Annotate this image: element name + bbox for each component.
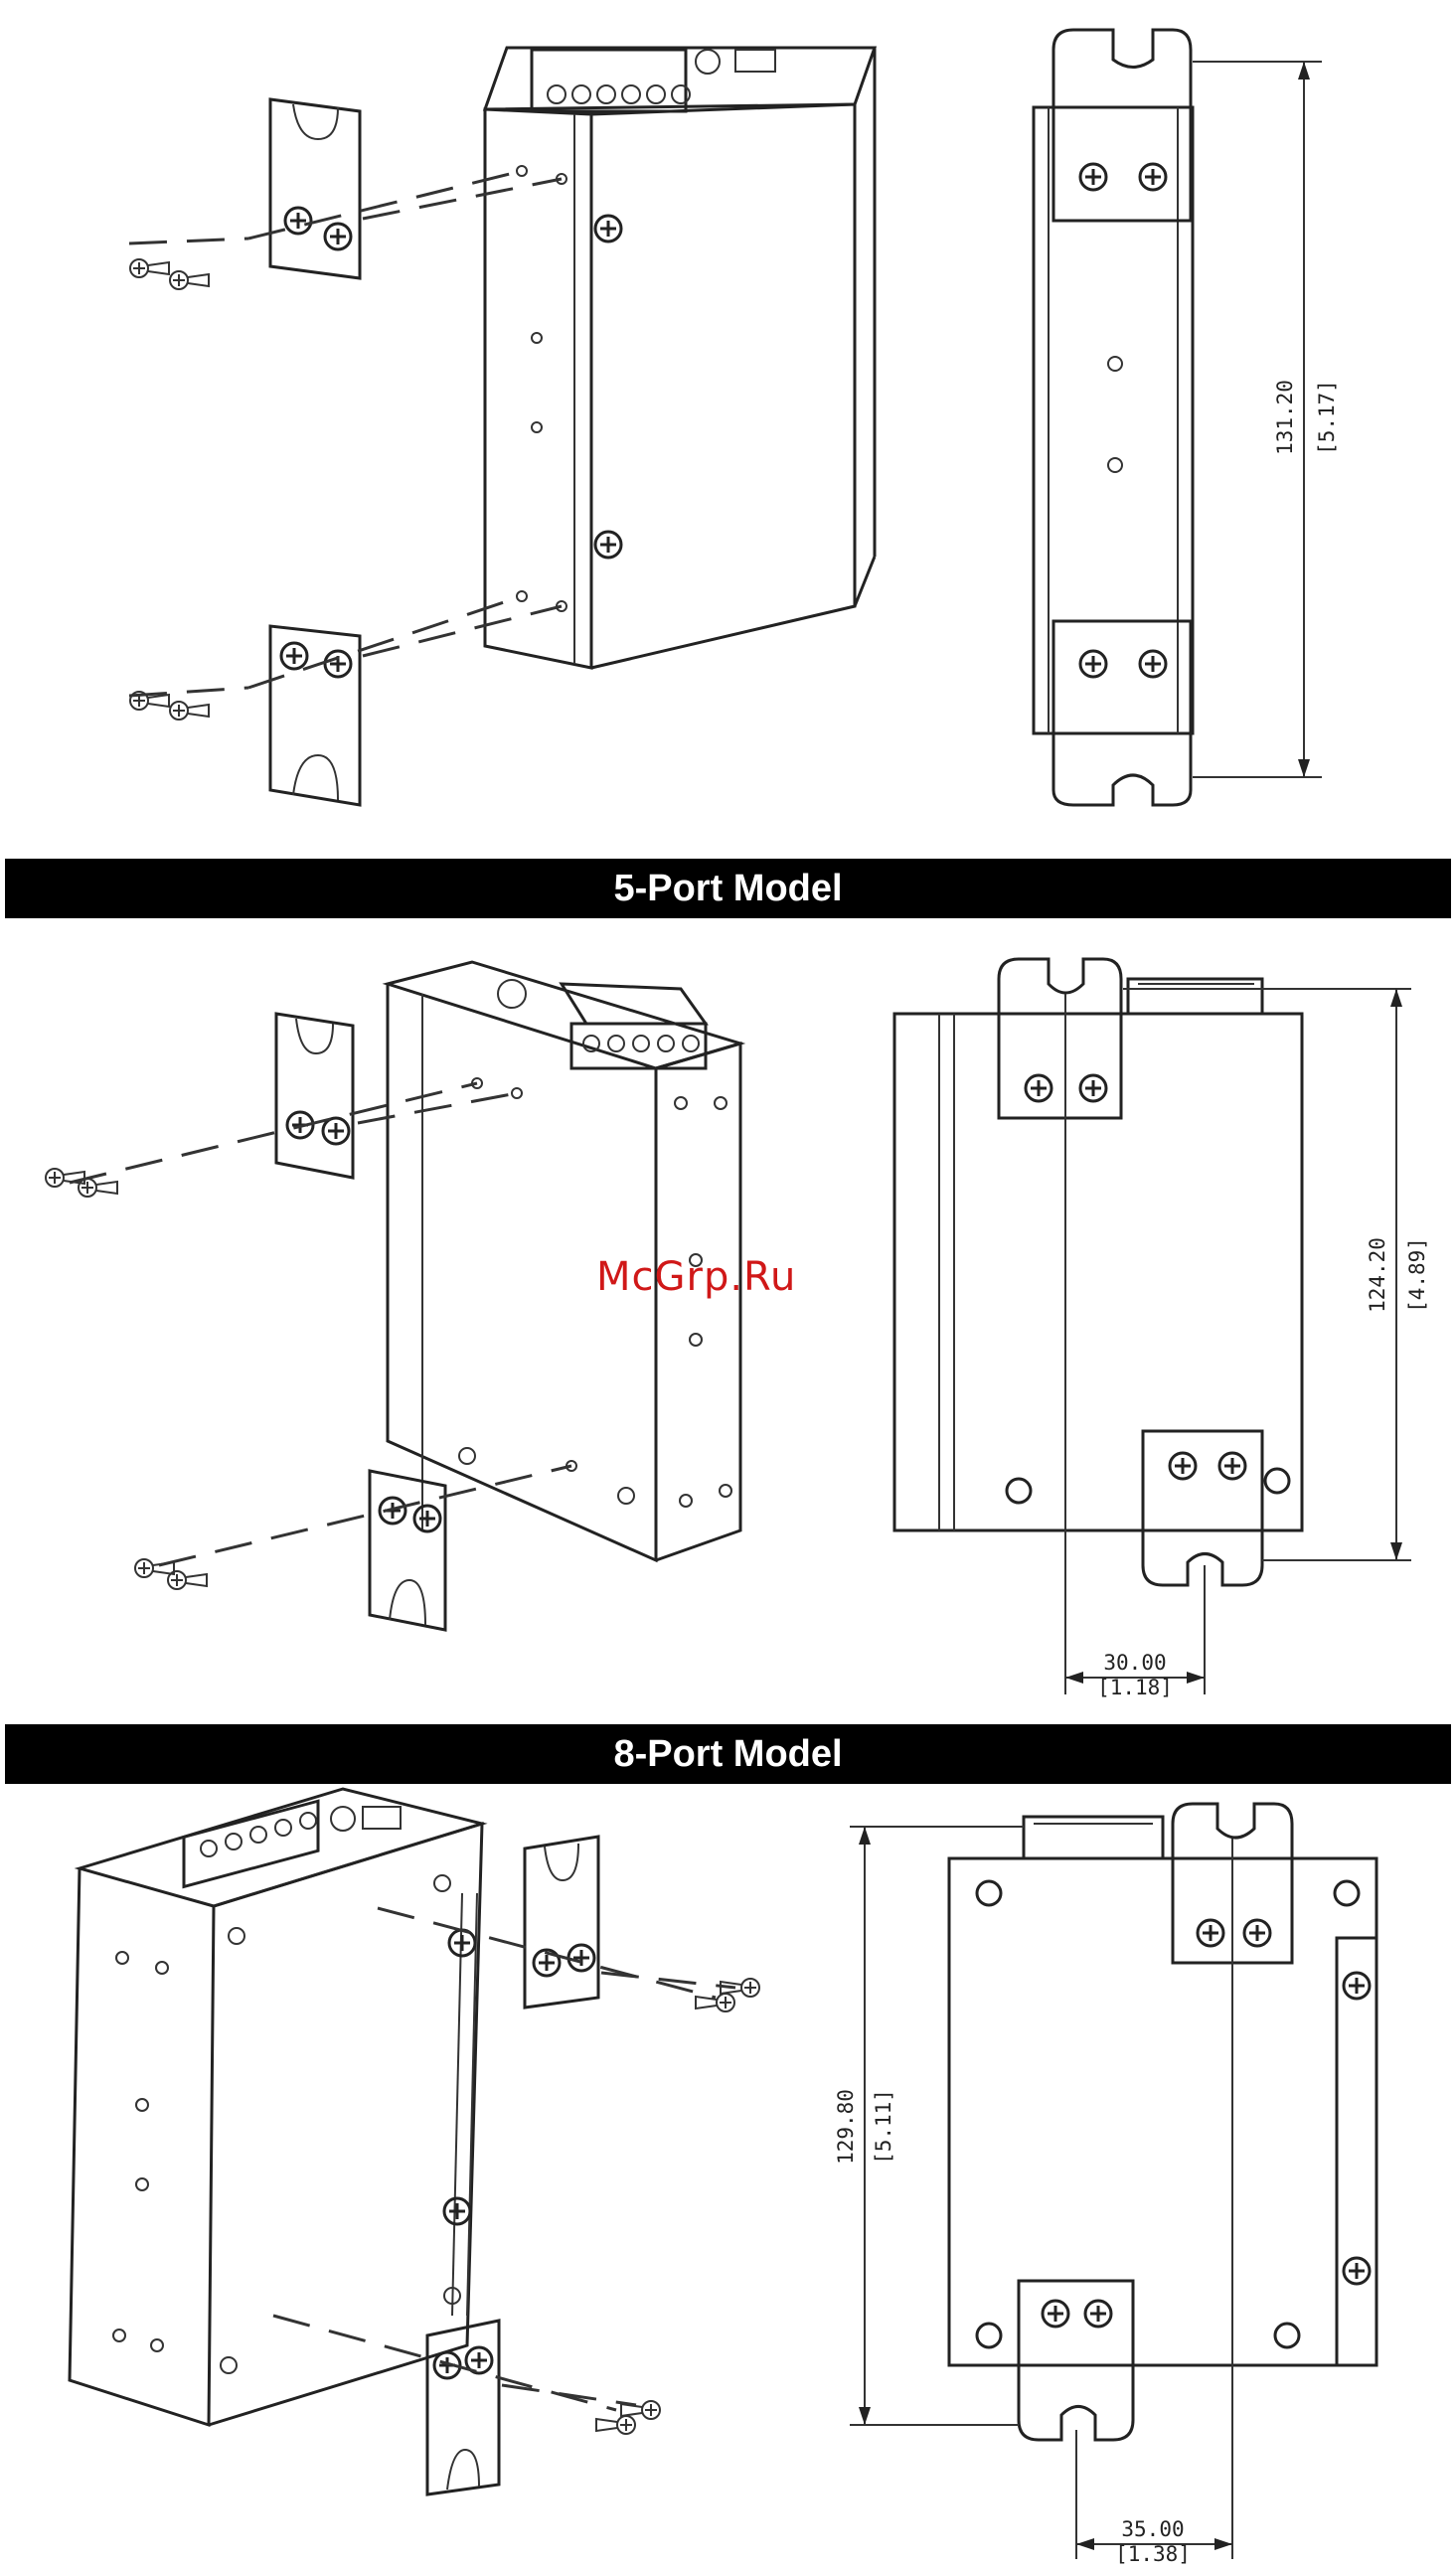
- eight-port-side-view: 129.80 [5.11] 35.00 [1.38]: [834, 1804, 1376, 2566]
- five-port-height-sub: [4.89]: [1405, 1237, 1429, 1313]
- five-port-height-label: 124.20: [1366, 1237, 1389, 1313]
- top-dimension-label: 131.20: [1273, 380, 1297, 455]
- five-port-offset-label: 30.00: [1103, 1651, 1166, 1675]
- eight-port-height-sub: [5.11]: [872, 2089, 895, 2165]
- five-port-side-view: 124.20 [4.89] 30.00 [1.18]: [894, 959, 1429, 1699]
- eight-port-offset-sub: [1.38]: [1115, 2542, 1191, 2566]
- top-dimension-sub: [5.17]: [1315, 380, 1339, 455]
- five-port-offset-sub: [1.18]: [1097, 1676, 1173, 1699]
- five-port-banner: 5-Port Model: [5, 859, 1451, 918]
- eight-port-exploded-view: [70, 1789, 759, 2494]
- eight-port-height-label: 129.80: [834, 2089, 858, 2165]
- eight-port-offset-label: 35.00: [1121, 2517, 1184, 2541]
- top-side-view: 131.20 [5.17]: [1034, 30, 1339, 805]
- watermark: McGrp.Ru: [596, 1254, 796, 1300]
- top-exploded-view: [129, 48, 875, 805]
- eight-port-banner: 8-Port Model: [5, 1724, 1451, 1784]
